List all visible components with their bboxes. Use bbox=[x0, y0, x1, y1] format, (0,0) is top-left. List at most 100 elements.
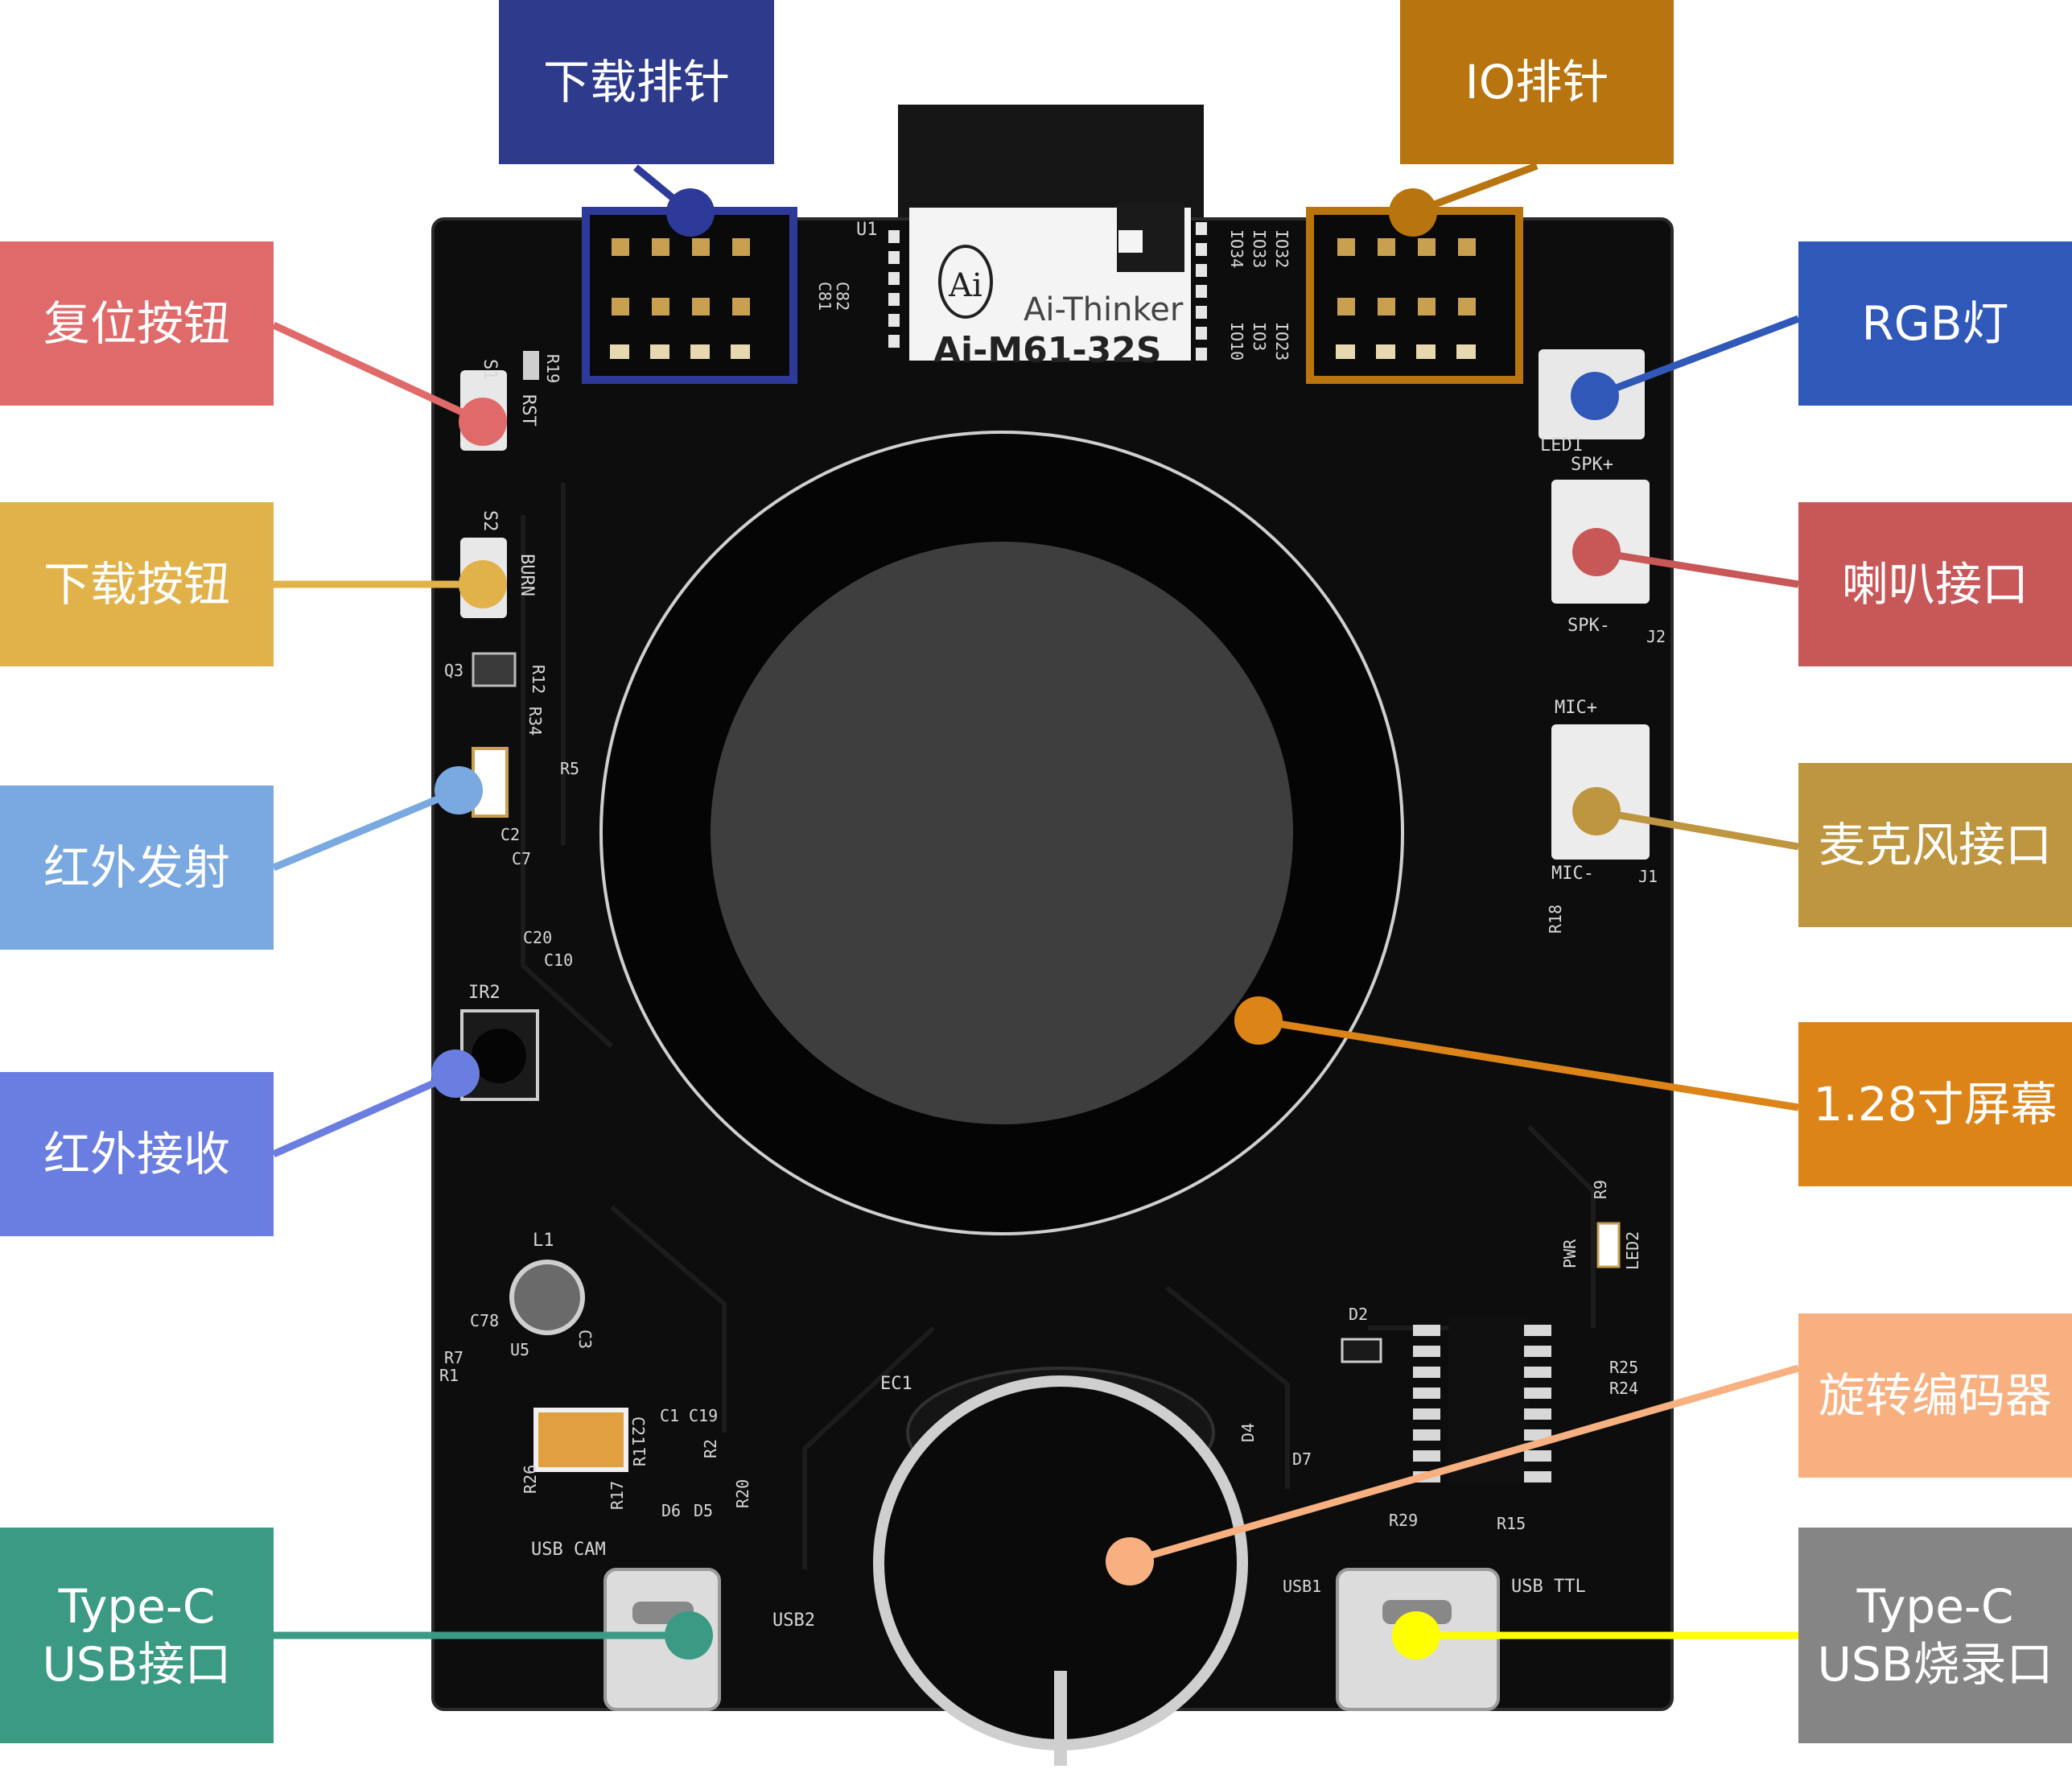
ai-logo-ring bbox=[938, 245, 993, 319]
leader-screen bbox=[1258, 1016, 1799, 1111]
silk-mic-minus: MIC- bbox=[1551, 864, 1594, 884]
callout-line: Type-C bbox=[58, 1578, 216, 1634]
callout-mic-port: 麦克风接口 bbox=[1798, 763, 2072, 927]
encoder-knob-marker bbox=[1054, 1671, 1067, 1766]
dot-speaker-port bbox=[1572, 528, 1621, 576]
silk-r25: R25 bbox=[1609, 1358, 1638, 1377]
silk-r12: R12 bbox=[529, 665, 548, 694]
silk-mic-plus: MIC+ bbox=[1555, 698, 1597, 718]
callout-line: Type-C bbox=[1856, 1578, 2014, 1634]
dot-rotary-encoder bbox=[1106, 1537, 1154, 1586]
dot-ir-transmit bbox=[435, 766, 483, 814]
module-brand: Ai-Thinker bbox=[1024, 291, 1184, 328]
ir-receiver-lens bbox=[472, 1029, 526, 1083]
leader-rgb-led bbox=[1593, 315, 1800, 400]
callout-line: USB烧录口 bbox=[1817, 1637, 2053, 1692]
leader-rotary-encoder bbox=[1128, 1364, 1800, 1565]
silk-d7: D7 bbox=[1292, 1449, 1312, 1469]
silk-usb-cam: USB CAM bbox=[531, 1540, 606, 1560]
silk-io3: IO3 bbox=[1250, 322, 1269, 351]
silk-u1: U1 bbox=[856, 220, 878, 240]
callout-rgb-led: RGB灯 bbox=[1798, 241, 2072, 406]
ai-logo-text: Ai bbox=[948, 267, 982, 304]
download-pin-header bbox=[582, 207, 797, 384]
callout-line: 1.28寸屏幕 bbox=[1813, 1076, 2058, 1132]
silk-d5: D5 bbox=[694, 1501, 713, 1520]
dot-ir-receive bbox=[431, 1049, 480, 1098]
silk-r15: R15 bbox=[1497, 1514, 1526, 1533]
leader-reset-button bbox=[272, 321, 484, 426]
silk-r1: R1 bbox=[630, 1447, 649, 1466]
silk-c82: C82 bbox=[833, 282, 852, 311]
silk-r26: R26 bbox=[521, 1465, 540, 1494]
silk-s2: S2 bbox=[480, 510, 500, 532]
dot-screen bbox=[1234, 996, 1283, 1045]
silk-led2: LED2 bbox=[1623, 1231, 1642, 1270]
silk-q3: Q3 bbox=[444, 661, 463, 680]
silk-io23: IO23 bbox=[1272, 322, 1291, 361]
callout-ir-transmit: 红外发射 bbox=[0, 786, 274, 950]
silk-r20: R20 bbox=[733, 1479, 752, 1508]
silk-r2: R2 bbox=[701, 1439, 720, 1458]
leader-lines bbox=[272, 162, 1800, 1639]
callout-line: 麦克风接口 bbox=[1818, 817, 2052, 872]
dot-reset-button bbox=[459, 398, 507, 446]
leader-mic-port bbox=[1596, 807, 1799, 851]
silk-io33: IO33 bbox=[1250, 229, 1269, 268]
ic-chip bbox=[1413, 1315, 1551, 1484]
silk-usb2: USB2 bbox=[772, 1610, 815, 1631]
silk-r17: R17 bbox=[608, 1481, 627, 1510]
callout-line: 复位按钮 bbox=[43, 295, 230, 351]
silk-r7: R7 bbox=[444, 1348, 463, 1367]
silk-d2: D2 bbox=[1349, 1305, 1368, 1324]
q3-part bbox=[472, 652, 517, 687]
callout-speaker-port: 喇叭接口 bbox=[1798, 502, 2072, 666]
d2-part bbox=[1341, 1338, 1382, 1363]
silk-c78: C78 bbox=[470, 1311, 499, 1330]
silk-c10: C10 bbox=[544, 950, 573, 970]
silk-pwr: PWR bbox=[1560, 1239, 1580, 1268]
inductor-l1 bbox=[509, 1260, 585, 1335]
silk-io32: IO32 bbox=[1272, 229, 1291, 268]
silk-l1: L1 bbox=[533, 1231, 554, 1251]
dot-download-header bbox=[666, 188, 715, 237]
leader-speaker-port bbox=[1596, 548, 1799, 588]
leader-ir-receive bbox=[272, 1070, 457, 1158]
callout-line: IO排针 bbox=[1464, 54, 1609, 109]
dot-io-header bbox=[1389, 188, 1437, 237]
silk-c7: C7 bbox=[512, 849, 531, 868]
silk-s1: S1 bbox=[480, 359, 500, 381]
callout-line: 下载排针 bbox=[542, 54, 730, 109]
round-screen-display bbox=[711, 542, 1293, 1124]
module-side-pads bbox=[888, 222, 1207, 361]
silk-j1: J1 bbox=[1638, 867, 1658, 886]
silk-spk-plus: SPK+ bbox=[1571, 455, 1613, 475]
dot-download-button bbox=[459, 560, 507, 608]
callout-download-button: 下载按钮 bbox=[0, 502, 274, 666]
silk-u5: U5 bbox=[510, 1340, 529, 1359]
silk-c1: C1 bbox=[660, 1406, 679, 1425]
silk-io10: IO10 bbox=[1227, 322, 1246, 361]
silk-c3: C3 bbox=[575, 1330, 595, 1349]
silk-usb-ttl: USB TTL bbox=[1511, 1577, 1586, 1597]
silk-io34: IO34 bbox=[1227, 229, 1246, 268]
silk-r29: R29 bbox=[1389, 1511, 1418, 1530]
io-pin-header bbox=[1306, 207, 1523, 384]
callout-line: 红外发射 bbox=[43, 839, 230, 895]
silk-r1x: R1 bbox=[439, 1366, 459, 1385]
dot-usb-c-port bbox=[665, 1611, 713, 1660]
silk-d6: D6 bbox=[661, 1501, 681, 1520]
silk-ir2: IR2 bbox=[468, 983, 500, 1003]
silk-ec1: EC1 bbox=[880, 1374, 912, 1394]
silk-c19: C19 bbox=[689, 1406, 718, 1425]
callout-reset-button: 复位按钮 bbox=[0, 241, 274, 406]
silk-r9: R9 bbox=[1591, 1180, 1610, 1199]
silk-c21: C21 bbox=[628, 1416, 648, 1445]
silk-r34: R34 bbox=[525, 707, 545, 736]
silk-led1: LED1 bbox=[1540, 435, 1583, 456]
callout-rotary-encoder: 旋转编码器 bbox=[1798, 1313, 2072, 1478]
callout-line: 红外接收 bbox=[43, 1126, 230, 1181]
callout-io-header: IO排针 bbox=[1400, 0, 1674, 164]
